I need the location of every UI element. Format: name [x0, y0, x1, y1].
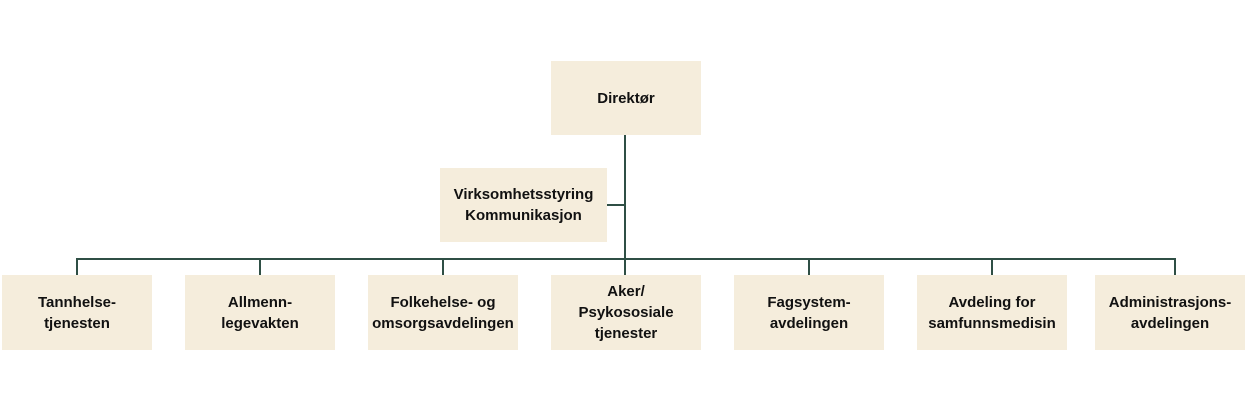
- department-label-line: tjenesten: [44, 314, 110, 332]
- staff-connector-line: [607, 204, 625, 206]
- department-drop-line: [991, 258, 993, 275]
- department-bus-line: [76, 258, 1176, 260]
- department-label-line: Allmenn-: [227, 293, 293, 311]
- department-drop-line: [624, 258, 626, 275]
- department-label-line: Psykososiale: [578, 304, 674, 321]
- director-box: Direktør: [551, 61, 701, 135]
- staff-label-line: Virksomhetsstyring: [453, 186, 594, 203]
- staff-box: Virksomhetsstyring Kommunikasjon: [440, 168, 607, 242]
- department-label-line: Folkehelse- og: [390, 293, 496, 311]
- department-drop-line: [76, 258, 78, 275]
- department-label-line: omsorgsavdelingen: [372, 314, 514, 332]
- department-label-line: avdelingen: [1130, 314, 1210, 332]
- department-label-line: samfunnsmedisin: [928, 314, 1056, 332]
- department-label-line: Fagsystem-: [767, 293, 851, 311]
- department-label-line: tjenester: [594, 325, 658, 342]
- director-label: Direktør: [597, 89, 655, 107]
- department-label-line: legevakten: [221, 314, 299, 332]
- department-drop-line: [442, 258, 444, 275]
- department-drop-line: [808, 258, 810, 275]
- department-label-line: Tannhelse-: [37, 293, 117, 311]
- department-box-fagsystemavdelingen: Fagsystem- avdelingen: [734, 275, 884, 350]
- department-box-administrasjonsavdelingen: Administrasjons- avdelingen: [1095, 275, 1245, 350]
- department-box-folkehelse-omsorg: Folkehelse- og omsorgsavdelingen: [368, 275, 518, 350]
- department-drop-line: [1174, 258, 1176, 275]
- staff-label-line: Kommunikasjon: [465, 207, 582, 224]
- department-box-aker-psykososiale: Aker/ Psykososiale tjenester: [551, 275, 701, 350]
- department-label-line: Avdeling for: [948, 293, 1036, 311]
- director-trunk-line: [624, 134, 626, 259]
- department-label-line: Aker/: [607, 283, 645, 300]
- department-box-tannhelsetjenesten: Tannhelse- tjenesten: [2, 275, 152, 350]
- department-box-samfunnsmedisin: Avdeling for samfunnsmedisin: [917, 275, 1067, 350]
- department-box-allmennlegevakten: Allmenn- legevakten: [185, 275, 335, 350]
- department-label-line: Administrasjons-: [1108, 293, 1232, 311]
- department-label-line: avdelingen: [769, 314, 849, 332]
- department-drop-line: [259, 258, 261, 275]
